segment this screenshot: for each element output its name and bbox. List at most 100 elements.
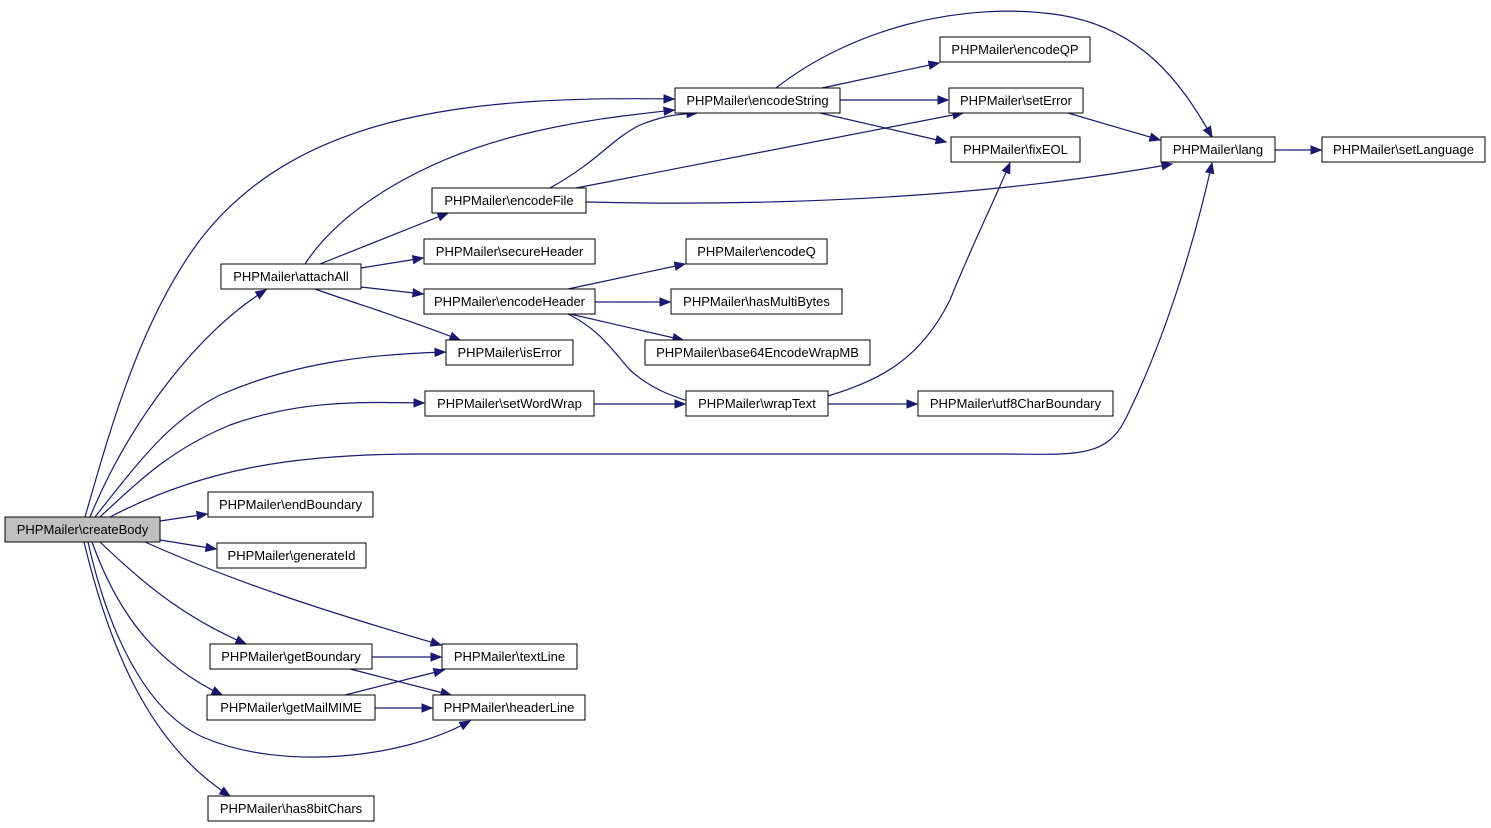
node-setWordWrap[interactable]: PHPMailer\setWordWrap [424, 390, 595, 417]
node-setError[interactable]: PHPMailer\setError [948, 87, 1084, 114]
edge-createBody-to-endBoundary [159, 510, 209, 522]
node-box[interactable] [423, 238, 596, 265]
node-box[interactable] [939, 36, 1091, 63]
node-encodeString[interactable]: PHPMailer\encodeString [674, 87, 841, 114]
node-setLanguage[interactable]: PHPMailer\setLanguage [1321, 136, 1486, 163]
node-encodeQP[interactable]: PHPMailer\encodeQP [939, 36, 1091, 63]
node-label: PHPMailer\utf8CharBoundary [930, 396, 1102, 411]
node-box[interactable] [1321, 136, 1486, 163]
node-box[interactable] [207, 795, 375, 822]
node-attachAll[interactable]: PHPMailer\attachAll [220, 263, 362, 290]
node-label: PHPMailer\wrapText [698, 396, 816, 411]
node-secureHeader[interactable]: PHPMailer\secureHeader [423, 238, 596, 265]
node-box[interactable] [423, 288, 596, 315]
arrowhead-icon [1202, 125, 1213, 139]
edge-createBody-to-textLine [144, 541, 443, 647]
node-label: PHPMailer\lang [1173, 142, 1263, 157]
node-label: PHPMailer\setWordWrap [437, 396, 582, 411]
arrowhead-icon [1160, 161, 1174, 171]
edge-line [549, 112, 698, 189]
node-headerLine[interactable]: PHPMailer\headerLine [432, 694, 586, 721]
node-box[interactable] [431, 187, 587, 214]
edge-encodeHeader-to-base64EncodeWrapMB [569, 313, 685, 343]
arrowhead-icon [673, 261, 687, 271]
arrowhead-icon [413, 398, 426, 408]
node-box[interactable] [950, 136, 1081, 163]
node-label: PHPMailer\encodeString [686, 93, 828, 108]
node-box[interactable] [220, 263, 362, 290]
edge-line [84, 98, 675, 518]
edge-line [569, 313, 684, 341]
node-isError[interactable]: PHPMailer\isError [445, 339, 574, 366]
node-label: PHPMailer\setLanguage [1333, 142, 1474, 157]
node-encodeHeader[interactable]: PHPMailer\encodeHeader [423, 288, 596, 315]
call-nodes: PHPMailer\createBodyPHPMailer\attachAllP… [4, 36, 1486, 822]
arrowhead-icon [434, 347, 447, 358]
node-has8bitChars[interactable]: PHPMailer\has8bitChars [207, 795, 375, 822]
edge-line [109, 162, 1213, 518]
edge-line [349, 668, 452, 696]
node-base64EncodeWrapMB[interactable]: PHPMailer\base64EncodeWrapMB [644, 339, 871, 366]
node-wrapText[interactable]: PHPMailer\wrapText [685, 390, 829, 417]
arrowhead-icon [663, 94, 676, 104]
edge-wrapText-to-utf8CharBoundary [828, 399, 919, 409]
edge-createBody-to-generateId [159, 539, 218, 553]
node-label: PHPMailer\createBody [17, 522, 149, 537]
arrowhead-icon [906, 399, 919, 409]
node-encodeQ[interactable]: PHPMailer\encodeQ [685, 238, 828, 265]
node-lang[interactable]: PHPMailer\lang [1160, 136, 1276, 163]
node-box[interactable] [209, 643, 373, 670]
node-label: PHPMailer\isError [457, 345, 562, 360]
node-box[interactable] [948, 87, 1084, 114]
node-box[interactable] [207, 491, 374, 518]
node-box[interactable] [432, 694, 586, 721]
node-createBody[interactable]: PHPMailer\createBody [4, 516, 161, 543]
edge-createBody-to-getMailMIME [91, 541, 224, 696]
node-box[interactable] [206, 694, 376, 721]
node-label: PHPMailer\encodeHeader [434, 294, 586, 309]
node-utf8CharBoundary[interactable]: PHPMailer\utf8CharBoundary [917, 390, 1114, 417]
edge-attachAll-to-encodeHeader [360, 286, 425, 298]
node-textLine[interactable]: PHPMailer\textLine [441, 643, 578, 670]
node-generateId[interactable]: PHPMailer\generateId [216, 542, 367, 569]
node-box[interactable] [424, 390, 595, 417]
arrowhead-icon [429, 637, 443, 647]
edge-line [585, 163, 1173, 204]
node-hasMultiBytes[interactable]: PHPMailer\hasMultiBytes [670, 288, 843, 315]
arrowhead-icon [448, 331, 462, 341]
edge-line [319, 212, 449, 265]
node-getMailMIME[interactable]: PHPMailer\getMailMIME [206, 694, 376, 721]
node-box[interactable] [216, 542, 367, 569]
node-label: PHPMailer\setError [960, 93, 1073, 108]
node-box[interactable] [670, 288, 843, 315]
node-box[interactable] [445, 339, 574, 366]
edge-line [83, 541, 231, 797]
node-box[interactable] [685, 390, 829, 417]
node-box[interactable] [4, 516, 161, 543]
node-fixEOL[interactable]: PHPMailer\fixEOL [950, 136, 1081, 163]
node-endBoundary[interactable]: PHPMailer\endBoundary [207, 491, 374, 518]
arrowhead-icon [411, 254, 425, 265]
arrowhead-icon [1148, 132, 1162, 142]
node-box[interactable] [674, 87, 841, 114]
node-box[interactable] [1160, 136, 1276, 163]
arrowhead-icon [234, 635, 248, 645]
edge-line [819, 112, 947, 143]
edge-createBody-to-getBoundary [99, 541, 248, 645]
arrowhead-icon [663, 106, 676, 116]
arrowhead-icon [1205, 161, 1215, 175]
edge-line [821, 62, 940, 89]
node-box[interactable] [644, 339, 871, 366]
node-label: PHPMailer\base64EncodeWrapMB [656, 345, 859, 360]
node-encodeFile[interactable]: PHPMailer\encodeFile [431, 187, 587, 214]
node-box[interactable] [685, 238, 828, 265]
edge-encodeFile-to-setError [575, 110, 965, 189]
node-getBoundary[interactable]: PHPMailer\getBoundary [209, 643, 373, 670]
node-label: PHPMailer\headerLine [444, 700, 575, 715]
node-box[interactable] [441, 643, 578, 670]
node-box[interactable] [917, 390, 1114, 417]
node-label: PHPMailer\has8bitChars [220, 801, 363, 816]
node-label: PHPMailer\encodeQ [697, 244, 816, 259]
arrowhead-icon [659, 297, 672, 307]
